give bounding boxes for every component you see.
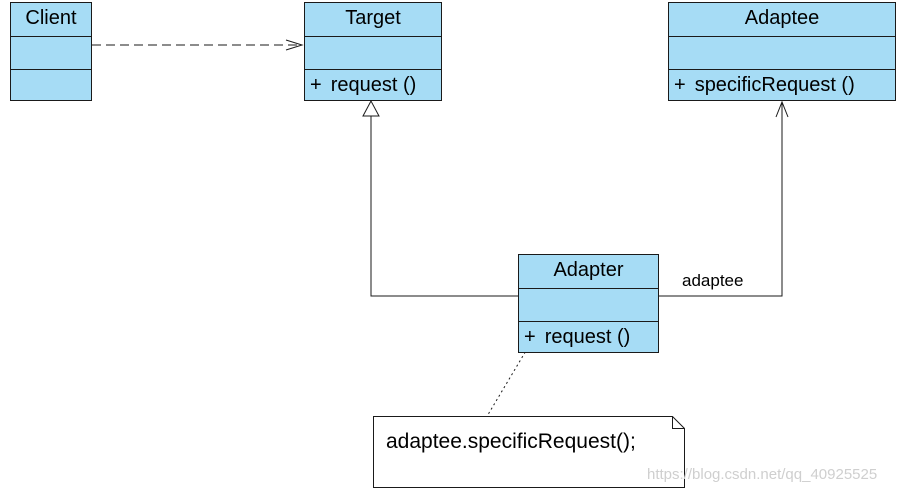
class-adaptee-attributes [669, 36, 895, 69]
class-target-name: Target [345, 7, 401, 29]
dependency-arrowhead [285, 39, 304, 51]
association-arrowhead [775, 100, 789, 118]
class-adapter-operations: + request () [519, 321, 658, 352]
class-client-name: Client [25, 7, 77, 29]
class-adaptee-operations: + specificRequest () [669, 69, 895, 100]
class-target-attributes [305, 36, 441, 69]
generalization-arrowhead [362, 99, 380, 117]
operation-signature: request () [330, 74, 417, 96]
operation-visibility: + [674, 74, 686, 96]
class-target[interactable]: Target + request () [304, 2, 442, 101]
note-box [373, 416, 685, 488]
class-client-attributes [11, 36, 91, 69]
operation-signature: specificRequest () [694, 74, 855, 96]
association-line [658, 102, 783, 297]
note-fold [672, 416, 685, 429]
operation-visibility: + [524, 326, 536, 348]
class-adaptee[interactable]: Adaptee + specificRequest () [668, 2, 896, 101]
association-role-label: adaptee [682, 271, 744, 290]
watermark: https://blog.csdn.net/qq_40925525 [647, 466, 878, 483]
class-client-operations [11, 69, 91, 100]
class-client[interactable]: Client [10, 2, 92, 101]
generalization-line [370, 116, 518, 297]
class-adapter-attributes [519, 288, 658, 321]
class-target-operations: + request () [305, 69, 441, 100]
class-adaptee-name: Adaptee [744, 7, 820, 29]
class-adapter-name: Adapter [553, 259, 624, 281]
operation-signature: request () [544, 326, 631, 348]
class-adapter[interactable]: Adapter + request () [518, 254, 659, 353]
operation-visibility: + [310, 74, 322, 96]
note-text: adaptee.specificRequest(); [386, 430, 636, 453]
